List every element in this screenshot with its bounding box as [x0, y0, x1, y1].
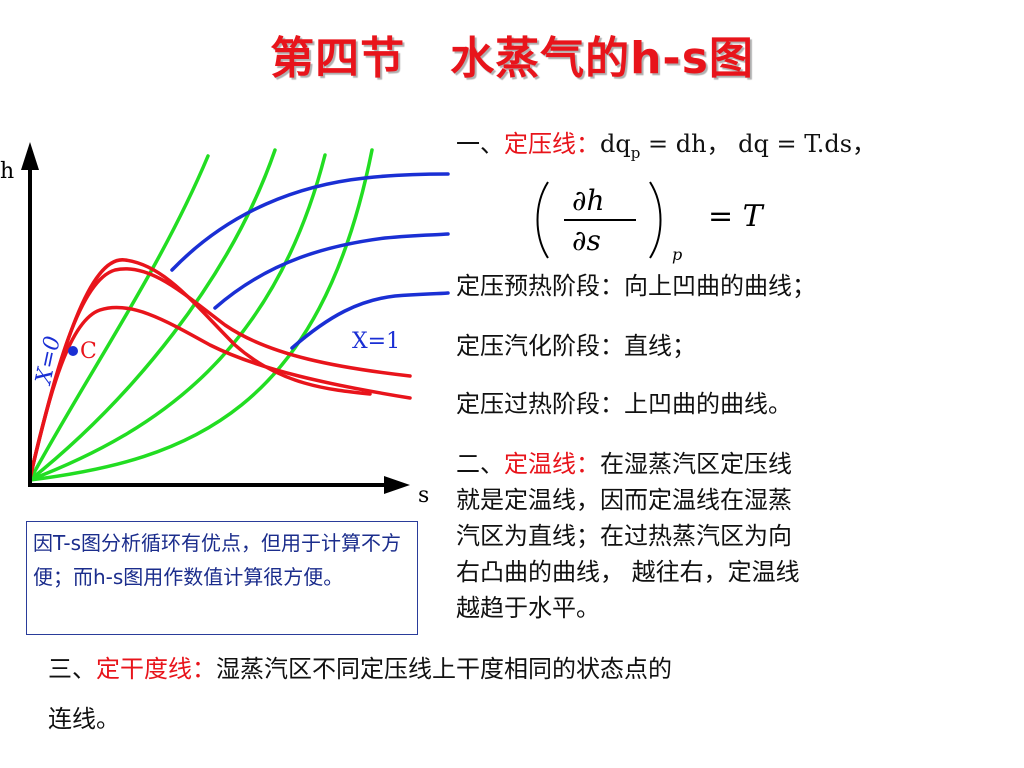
- eq1: dq: [600, 130, 631, 158]
- critical-point-label: C: [80, 339, 97, 364]
- section1-heading-line: 一、定压线：dqp = dh， dq = T.ds，: [456, 124, 876, 173]
- quality-lines: [28, 148, 374, 482]
- section2-l1: 在湿蒸汽区定压线: [600, 450, 792, 478]
- section3-line1: 三、定干度线：湿蒸汽区不同定压线上干度相同的状态点的: [48, 644, 968, 694]
- critical-point: [68, 346, 78, 356]
- page-title: 第四节 水蒸气的h-s图: [270, 33, 754, 84]
- hs-diagram: h s X=1 X=0 C: [0, 142, 450, 508]
- formula-subscript: p: [672, 245, 682, 264]
- temperature-line: [290, 291, 450, 350]
- section3-head: 定干度线：: [96, 655, 216, 683]
- section2-prefix: 二、: [456, 450, 504, 478]
- section2-line5: 越趋于水平。: [456, 594, 600, 622]
- temperature-line: [170, 172, 450, 272]
- x-axis-arrow: [384, 476, 410, 494]
- section2-head: 定温线：: [504, 450, 600, 478]
- axes: [28, 160, 395, 487]
- pressure-line: [28, 267, 412, 480]
- section3-l1: 湿蒸汽区不同定压线上干度相同的状态点的: [216, 655, 672, 683]
- section2-line4: 右凸曲的曲线， 越往右，定温线: [456, 558, 800, 586]
- eq1-rest: = dh， dq = T.ds，: [640, 130, 877, 158]
- section1-prefix: 一、: [456, 130, 504, 158]
- temperature-lines: [170, 172, 450, 350]
- quality-x0-label: X=0: [31, 334, 66, 388]
- section2: 二、定温线：在湿蒸汽区定压线 就是定温线，因而定温线在湿蒸 汽区为直线；在过热蒸…: [456, 446, 956, 626]
- formula-numerator: ∂h: [572, 184, 605, 217]
- formula-denominator: ∂s: [572, 224, 601, 257]
- section1-line2: 定压汽化阶段：直线；: [456, 332, 696, 360]
- section1-line3: 定压过热阶段：上凹曲的曲线。: [456, 390, 792, 418]
- quality-line: [28, 148, 374, 482]
- section3-prefix: 三、: [48, 655, 96, 683]
- quality-line: [28, 154, 210, 482]
- pressure-line: [28, 258, 372, 480]
- pressure-lines: [28, 258, 412, 480]
- section2-line3: 汽区为直线；在过热蒸汽区为向: [456, 522, 792, 550]
- quality-line: [28, 153, 327, 482]
- temperature-line: [213, 232, 450, 310]
- section3: 三、定干度线：湿蒸汽区不同定压线上干度相同的状态点的 连线。: [48, 644, 968, 744]
- y-axis-arrow: [21, 142, 39, 170]
- eq1-sub: p: [630, 143, 641, 162]
- quality-line: [28, 148, 277, 482]
- section1-head: 定压线：: [504, 130, 600, 158]
- partial-derivative-formula: ∂h ∂s p = T: [536, 181, 765, 264]
- y-axis-label: h: [0, 159, 14, 184]
- note-box: 因T-s图分析循环有优点，但用于计算不方便；而h-s图用作数值计算很方便。: [26, 521, 418, 635]
- x-axis-label: s: [418, 483, 429, 508]
- section3-line2: 连线。: [48, 705, 120, 733]
- section1-line1: 定压预热阶段：向上凹曲的曲线；: [456, 272, 816, 300]
- quality-x1-label: X=1: [352, 329, 400, 354]
- formula-rhs: = T: [708, 199, 765, 234]
- section2-line2: 就是定温线，因而定温线在湿蒸: [456, 486, 792, 514]
- section2-line1: 二、定温线：在湿蒸汽区定压线: [456, 446, 956, 482]
